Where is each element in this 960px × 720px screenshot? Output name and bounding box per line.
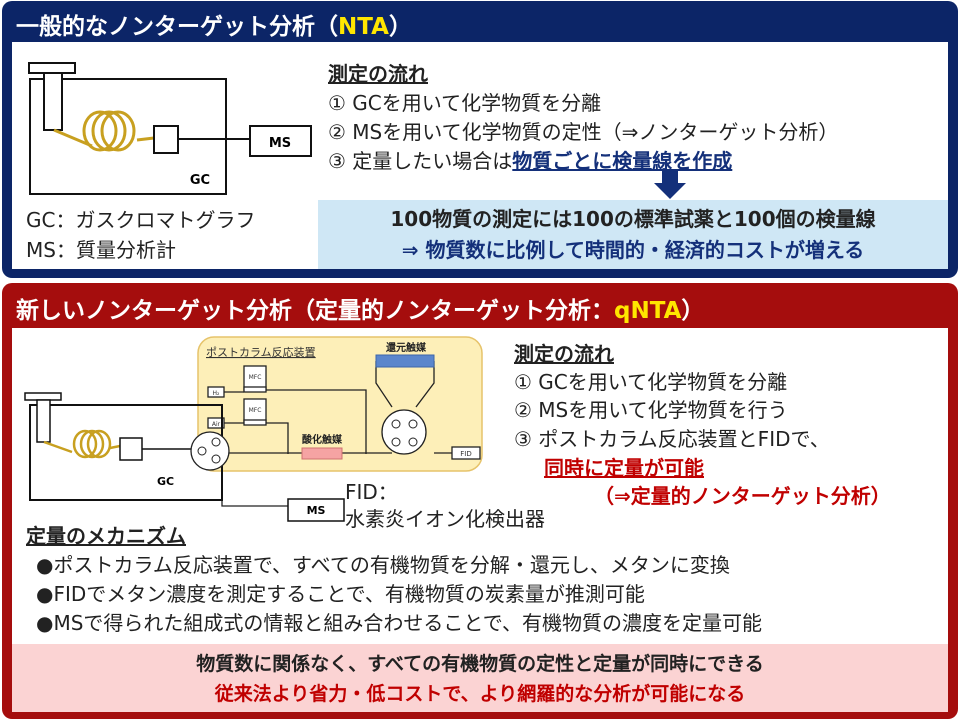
flow-step: ① GCを用いて化学物質を分離 (514, 370, 788, 394)
flow-step: ② MSを用いて化学物質の定性（⇒ノンターゲット分析） (328, 120, 839, 144)
fid-legend: FID： (345, 480, 398, 504)
reduction-catalyst (375, 354, 435, 368)
fid-label: FID (460, 450, 471, 458)
qnta-content: ポストカラム反応装置 H₂ Air MFC MFC FID 還元触媒 酸化触媒 GC… (12, 328, 948, 712)
flow-step: ② MSを用いて化学物質を行う (514, 398, 788, 422)
fid-legend: 水素炎イオン化検出器 (345, 507, 545, 531)
ms-box (249, 125, 312, 157)
summary-line: 従来法より省力・低コストで、より網羅的な分析が可能になる (214, 683, 746, 705)
nta-title: 一般的なノンターゲット分析（NTA） (16, 14, 412, 40)
injector-cap (28, 62, 76, 74)
oxidation-catalyst (301, 447, 343, 460)
injector (36, 399, 51, 443)
svg-text:MFC: MFC (249, 407, 262, 414)
qnta-panel: 新しいノンターゲット分析（定量的ノンターゲット分析：qNTA） ポストカラム反応… (2, 283, 958, 719)
gc-reactor-fid-ms-diagram: ポストカラム反応装置 H₂ Air MFC MFC FID 還元触媒 酸化触媒 GC… (24, 336, 483, 522)
column-coil (43, 429, 121, 459)
svg-text:H₂: H₂ (213, 390, 221, 397)
interface-box (153, 125, 179, 154)
gc-box (29, 78, 227, 195)
step3-highlight: 物質ごとに検量線を作成 (512, 149, 733, 173)
ms-label: MS (269, 136, 291, 151)
flow-step: ③ ポストカラム反応装置とFIDで、 (514, 427, 830, 451)
result-line: ⇒ 物質数に比例して時間的・経済的コストが増える (401, 238, 865, 262)
down-arrow-icon (654, 170, 686, 199)
qnta-summary-box: 物質数に関係なく、すべての有機物質の定性と定量が同時にできる 従来法より省力・低… (12, 644, 948, 712)
reactor-label: ポストカラム反応装置 (206, 345, 316, 359)
svg-text:酸化触媒: 酸化触媒 (302, 433, 343, 446)
step3-highlight: 同時に定量が可能 (544, 456, 704, 480)
flow-step: ① GCを用いて化学物質を分離 (328, 91, 602, 115)
switching-valve (381, 409, 427, 455)
gc-ms-diagram: MS GC (28, 62, 312, 195)
gc-label: GC (190, 173, 210, 188)
svg-text:還元触媒: 還元触媒 (386, 341, 427, 354)
mechanism-item: ●MSで得られた組成式の情報と組み合わせることで、有機物質の濃度を定量可能 (36, 611, 763, 635)
mechanism-heading: 定量のメカニズム (26, 524, 186, 548)
flow-heading: 測定の流れ (514, 342, 614, 366)
ms-legend: MS：質量分析計 (26, 238, 176, 262)
qnta-title: 新しいノンターゲット分析（定量的ノンターゲット分析：qNTA） (16, 298, 705, 324)
flow-heading: 測定の流れ (328, 62, 428, 86)
gc-legend: GC：ガスクロマトグラフ (26, 208, 256, 232)
nta-result-box: 100物質の測定には100の標準試薬と100個の検量線 ⇒ 物質数に比例して時間… (318, 200, 948, 269)
summary-line: 物質数に関係なく、すべての有機物質の定性と定量が同時にできる (196, 653, 764, 675)
mechanism-item: ●ポストカラム反応装置で、すべての有機物質を分解・還元し、メタンに変換 (36, 553, 730, 577)
svg-text:GC: GC (157, 475, 174, 488)
flow-step: ③ 定量したい場合は物質ごとに検量線を作成 (328, 149, 733, 173)
result-line: 100物質の測定には100の標準試薬と100個の検量線 (390, 207, 876, 231)
splitter-valve (190, 431, 230, 471)
nta-panel: 一般的なノンターゲット分析（NTA） MS GC GC：ガスクロマトグラフ MS… (2, 1, 958, 278)
ms-box (287, 498, 345, 522)
nta-content: MS GC GC：ガスクロマトグラフ MS：質量分析計 測定の流れ ① GCを用… (12, 42, 948, 269)
mechanism-item: ●FIDでメタン濃度を測定することで、有機物質の炭素量が推測可能 (36, 582, 645, 606)
svg-text:MFC: MFC (249, 374, 262, 381)
step3-note: （⇒定量的ノンターゲット分析） (594, 484, 891, 508)
svg-text:Air: Air (212, 421, 221, 428)
injector (43, 72, 63, 131)
svg-text:MS: MS (307, 504, 326, 517)
column-coil (53, 110, 155, 152)
